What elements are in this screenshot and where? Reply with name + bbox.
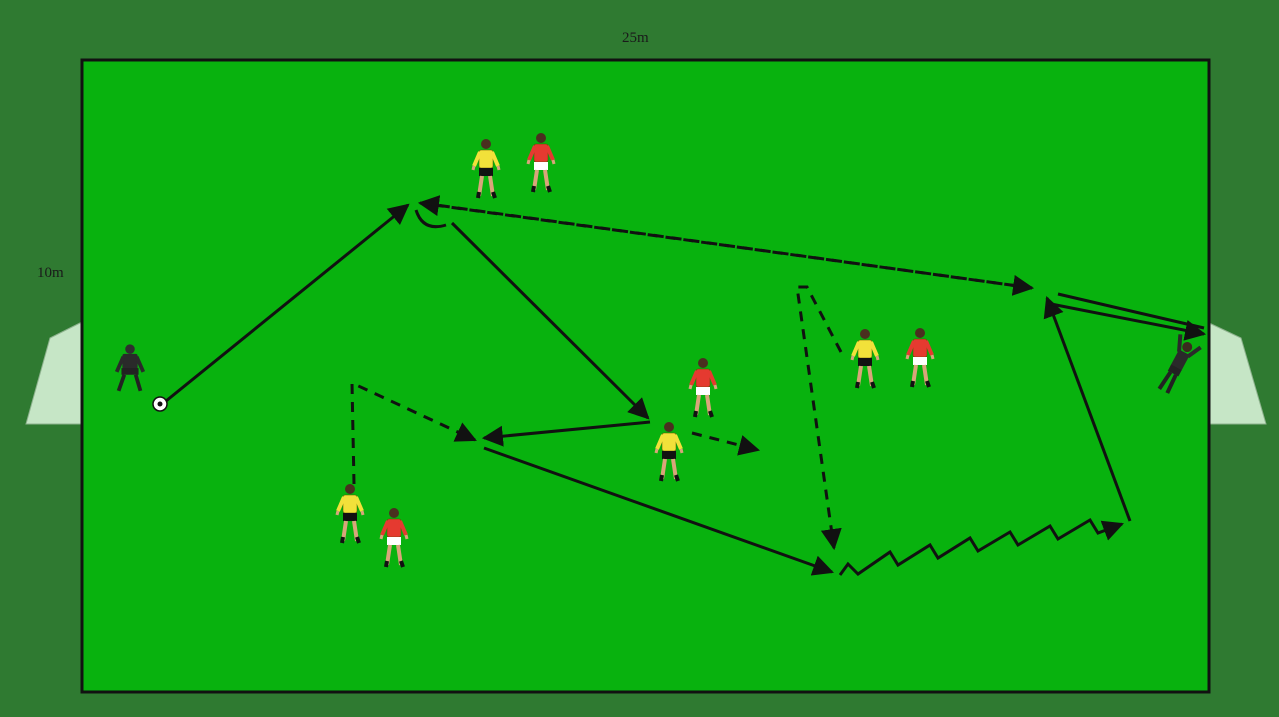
pitch-height-label: 10m xyxy=(37,266,64,281)
soccer-ball-icon xyxy=(153,397,167,411)
pitch-width-label: 25m xyxy=(622,31,649,46)
pitch-area xyxy=(82,60,1209,692)
